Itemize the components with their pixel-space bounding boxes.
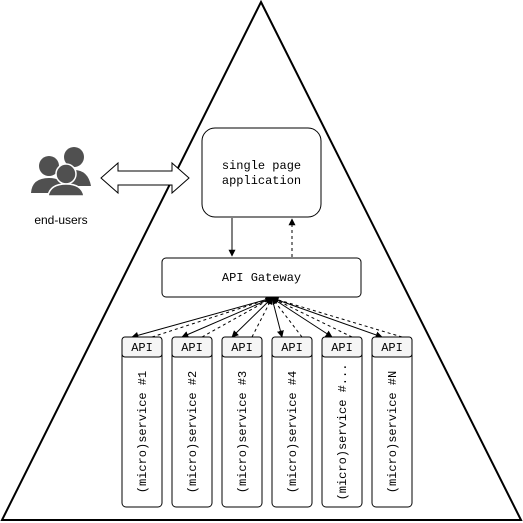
api-header: [271, 336, 313, 358]
api-header: [321, 336, 363, 358]
api-label: API: [181, 341, 203, 355]
api-gateway-label: API Gateway: [222, 271, 301, 285]
api-label: API: [381, 341, 403, 355]
api-header: [121, 336, 163, 358]
service-to-gateway-arrow: [271, 297, 303, 338]
end-users-label: end-users: [34, 213, 87, 227]
service-name: (micro)service #...: [336, 364, 350, 501]
service-column: API (micro)service #3: [221, 336, 263, 508]
service-column: API (micro)service #N: [371, 336, 413, 508]
spa-label-line1: single page: [222, 159, 301, 173]
api-label: API: [281, 341, 303, 355]
gateway-to-service-arrow: [271, 297, 333, 338]
api-header: [221, 336, 263, 358]
service-arrows: [131, 296, 403, 339]
service-column: API (micro)service #1: [121, 336, 163, 508]
api-header: [171, 336, 213, 358]
gateway-to-service-arrow: [131, 297, 273, 339]
gateway-to-service-arrow: [271, 297, 383, 339]
api-label: API: [231, 341, 253, 355]
double-arrow-icon: [100, 161, 190, 195]
api-label: API: [131, 341, 153, 355]
api-label: API: [331, 341, 353, 355]
service-to-gateway-arrow: [271, 297, 353, 338]
users-group-icon: [31, 147, 91, 197]
gateway-to-service-arrow: [231, 297, 273, 338]
services-group: API (micro)service #1 API (micro)service #2…: [121, 336, 413, 508]
service-name: (micro)service #N: [386, 371, 400, 493]
service-column: API (micro)service #2: [171, 336, 213, 508]
spa-box: single page application: [201, 127, 322, 218]
spa-label-line2: application: [222, 174, 301, 188]
service-name: (micro)service #1: [136, 371, 150, 493]
gateway-to-service-arrow: [181, 297, 273, 338]
service-column: API (micro)service #4: [271, 336, 313, 508]
service-column: API (micro)service #...: [321, 336, 363, 508]
service-name: (micro)service #2: [186, 371, 200, 493]
service-to-gateway-arrow: [271, 296, 403, 338]
service-to-gateway-arrow: [251, 297, 273, 338]
service-name: (micro)service #4: [286, 371, 300, 493]
api-gateway-box: API Gateway: [161, 257, 362, 298]
service-name: (micro)service #3: [236, 371, 250, 493]
service-to-gateway-arrow: [201, 297, 273, 338]
api-header: [371, 336, 413, 358]
